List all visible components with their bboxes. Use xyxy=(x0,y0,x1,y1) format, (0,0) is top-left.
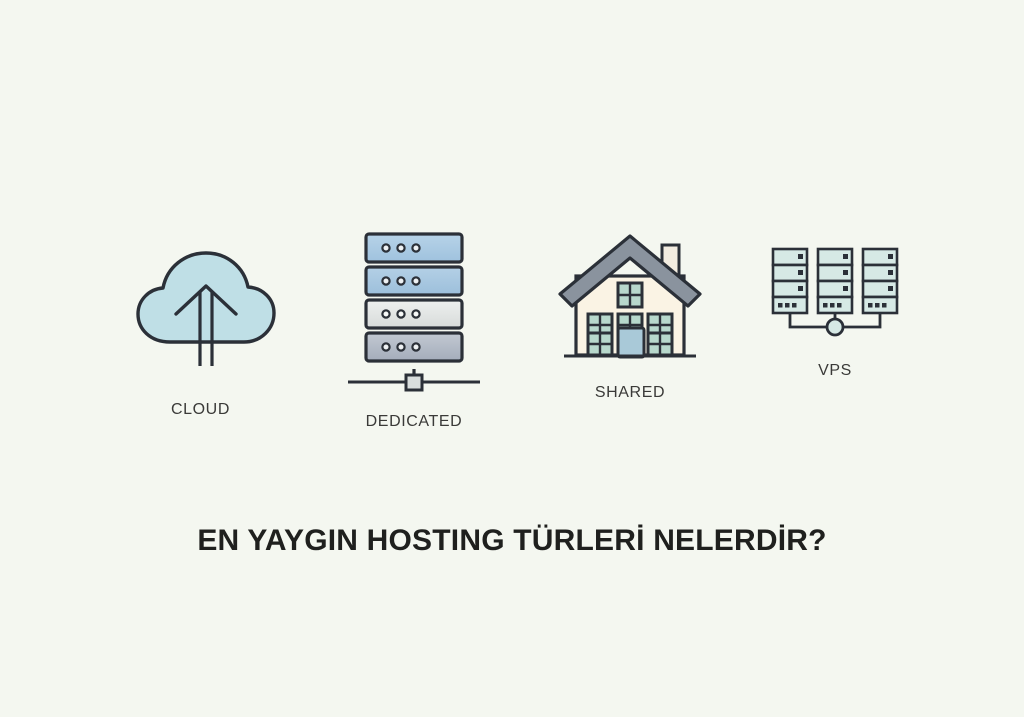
hosting-type-cloud: CLOUD xyxy=(113,246,288,419)
hosting-type-shared: SHARED xyxy=(545,228,715,402)
hosting-type-cloud-label: CLOUD xyxy=(170,401,230,418)
hosting-type-vps: VPS xyxy=(759,246,911,380)
house-icon xyxy=(550,228,710,368)
server-rack-connector-icon xyxy=(344,369,484,398)
hosting-type-shared-label: SHARED xyxy=(594,384,666,401)
hosting-type-dedicated: DEDICATED xyxy=(329,228,499,431)
server-cluster-icon xyxy=(768,246,902,349)
hosting-type-vps-label: VPS xyxy=(818,362,852,379)
hosting-type-dedicated-label: DEDICATED xyxy=(365,413,463,430)
cloud-upload-icon xyxy=(126,246,276,376)
page-headline: EN YAYGIN HOSTING TÜRLERİ NELERDİR? xyxy=(197,524,827,557)
server-rack-icon xyxy=(344,228,484,371)
